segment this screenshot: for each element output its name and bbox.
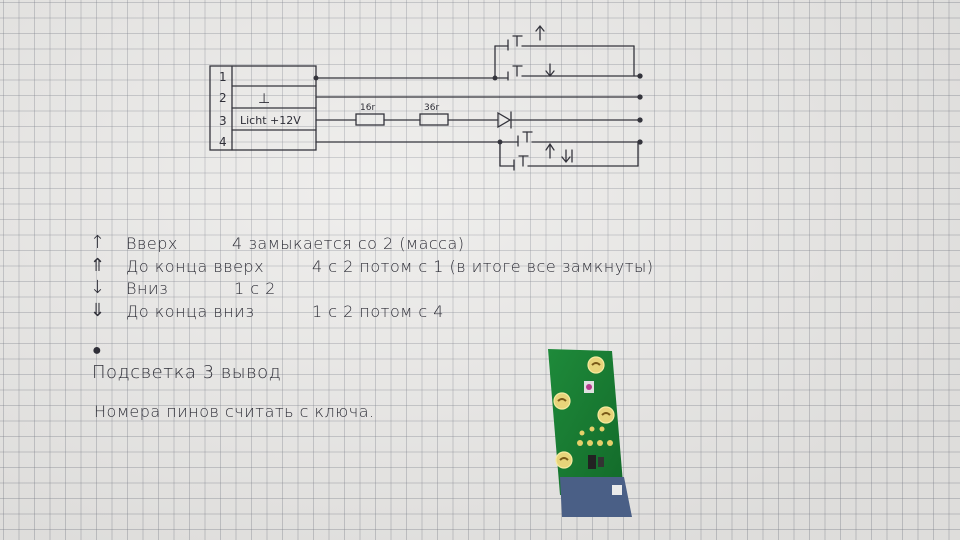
note-arrow-3: ↓ <box>90 277 106 298</box>
note-desc-3: 1 с 2 <box>234 279 276 298</box>
note-desc-2: 4 с 2 потом с 1 (в итоге все замкнуты) <box>312 257 654 276</box>
circuit-diagram: 1 2 3 4 ⊥ Licht +12V 16r 36r <box>209 24 643 171</box>
note-label-4: До конца вниз <box>126 302 255 321</box>
note-desc-4: 1 с 2 потом с 4 <box>312 302 444 321</box>
resistor-2-label: 36r <box>424 103 439 113</box>
pin-label-4: 4 <box>219 135 227 149</box>
note-label-1: Вверх <box>126 234 178 253</box>
licht-label: Licht +12V <box>240 114 301 127</box>
note-arrow-2: ⇑ <box>90 255 106 276</box>
backlight-note: Подсветка 3 вывод <box>92 362 282 383</box>
note-desc-1: 4 замыкается со 2 (масса) <box>232 234 465 253</box>
note-arrow-1: ↑ <box>90 232 106 253</box>
note-label-3: Вниз <box>126 279 169 298</box>
note-arrow-4: ⇓ <box>90 300 106 321</box>
pin-numbering-note: Номера пинов считать с ключа. <box>94 402 375 421</box>
resistor-1 <box>355 113 385 126</box>
note-label-2: До конца вверх <box>126 257 265 276</box>
pin-label-1: 1 <box>219 70 227 84</box>
pin-label-3: 3 <box>219 114 227 128</box>
pin-label-2: 2 <box>219 91 227 105</box>
diode <box>497 111 512 129</box>
pcb-board <box>548 349 632 517</box>
ground-symbol: ⊥ <box>258 91 270 107</box>
bullet-dot: ● <box>92 340 103 359</box>
resistor-2 <box>419 113 449 126</box>
resistor-1-label: 16r <box>360 103 375 113</box>
